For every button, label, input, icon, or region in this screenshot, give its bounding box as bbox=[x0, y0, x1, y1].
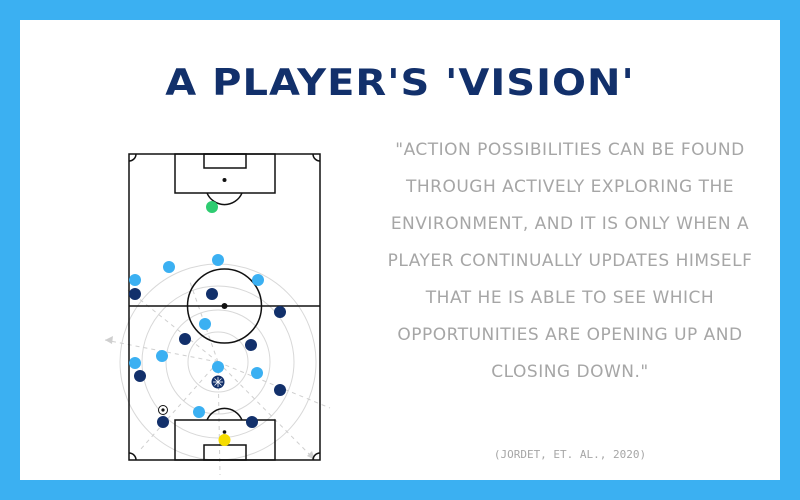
player-dark bbox=[134, 370, 146, 382]
goalkeeper-marker bbox=[222, 430, 227, 434]
penalty-spot-top bbox=[222, 178, 227, 182]
ball-icon-patch bbox=[161, 408, 165, 412]
player-dark bbox=[245, 339, 257, 351]
centre-spot bbox=[221, 303, 228, 309]
pitch-lines bbox=[128, 153, 321, 461]
goalkeeper-yellow bbox=[218, 434, 231, 446]
player-light bbox=[252, 274, 264, 286]
light-team bbox=[129, 254, 264, 418]
player-light bbox=[212, 254, 224, 266]
player-light bbox=[129, 274, 141, 286]
player-dark bbox=[274, 384, 286, 396]
pitch-diagram bbox=[100, 120, 360, 480]
player-light bbox=[199, 318, 211, 330]
focal-player-scan-icon bbox=[213, 377, 223, 387]
player-light bbox=[129, 357, 141, 369]
player-dark bbox=[129, 288, 141, 300]
player-dark bbox=[274, 306, 286, 318]
dark-team bbox=[129, 288, 286, 428]
content-card: A Player's 'Vision' bbox=[20, 20, 780, 480]
vision-arrowheads bbox=[105, 336, 315, 460]
player-dark bbox=[246, 416, 258, 428]
goalkeeper-player bbox=[206, 201, 218, 213]
player-light bbox=[251, 367, 263, 379]
quote-text: "Action possibilities can be found throu… bbox=[387, 140, 753, 382]
player-light bbox=[193, 406, 205, 418]
player-light bbox=[156, 350, 168, 362]
quote-citation: (Jordet, et. al., 2020) bbox=[493, 448, 647, 461]
player-dark bbox=[179, 333, 191, 345]
player-light bbox=[212, 361, 224, 373]
player-light bbox=[163, 261, 175, 273]
pitch-svg bbox=[104, 153, 331, 476]
page-title: A Player's 'Vision' bbox=[165, 61, 635, 105]
player-dark bbox=[206, 288, 218, 300]
player-dark bbox=[157, 416, 169, 428]
